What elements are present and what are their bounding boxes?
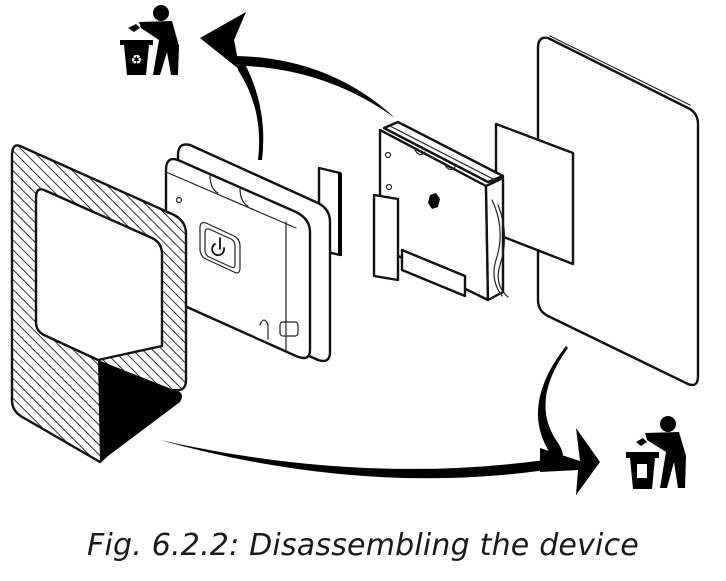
- wall-plate: [536, 35, 700, 387]
- power-button-icon: [199, 221, 241, 274]
- recycle-symbol: ♻: [131, 53, 143, 68]
- arrow-to-recycle-bin: [200, 12, 395, 160]
- electronics-module: [372, 120, 509, 302]
- recycle-bin-icon: ♻: [120, 5, 179, 75]
- peeled-corner: [98, 360, 182, 462]
- bin-label: [637, 464, 647, 478]
- exploded-view-diagram: ♻: [10, 5, 700, 495]
- adhesive-frame: [10, 144, 188, 464]
- battery-block: [372, 193, 400, 282]
- battery-strip: [400, 248, 467, 298]
- waste-bin-icon: [626, 416, 686, 489]
- electronics-chip: [428, 193, 440, 209]
- figure-caption: Fig. 6.2.2: Disassembling the device: [87, 528, 639, 563]
- device-housing: [164, 143, 332, 363]
- arrow-to-waste-bin: [160, 346, 600, 495]
